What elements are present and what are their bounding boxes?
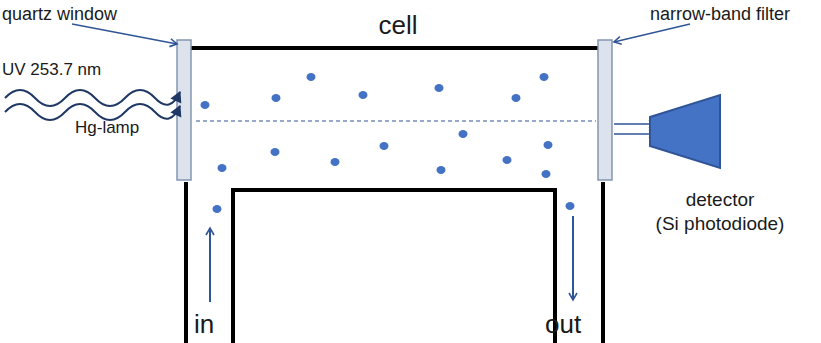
window-label: quartz window — [2, 4, 117, 25]
molecule-dot — [201, 101, 210, 109]
cell-label: cell — [183, 10, 613, 40]
molecule-dot — [307, 73, 316, 81]
uv-wave — [5, 104, 180, 120]
outlet-label: out — [545, 309, 581, 340]
gas-molecules — [201, 73, 575, 213]
beam-line — [196, 121, 596, 122]
leader-arrow — [72, 24, 177, 44]
inlet-label: in — [194, 309, 214, 340]
molecule-dot — [459, 130, 468, 138]
molecule-dot — [218, 164, 227, 172]
leader-arrow — [614, 24, 690, 42]
molecule-dot — [512, 94, 521, 102]
detector-label: detector — [686, 188, 755, 211]
molecule-dot — [437, 166, 446, 174]
molecule-dot — [271, 148, 280, 156]
molecule-dot — [503, 156, 512, 164]
molecule-dot — [544, 141, 553, 149]
cell-body: cell — [183, 10, 613, 190]
uv-label: UV 253.7 nm — [2, 60, 101, 80]
molecule-dot — [435, 84, 444, 92]
molecule-dot — [213, 205, 222, 213]
detector-block: detector(Si photodiode) — [648, 92, 798, 242]
flow-arrow — [572, 216, 574, 300]
molecule-dot — [542, 170, 551, 178]
molecule-dot — [540, 73, 549, 81]
detector-type: (Si photodiode) — [656, 212, 785, 235]
cell-wall — [184, 42, 612, 343]
molecule-dot — [331, 158, 340, 166]
filter-label: narrow-band filter — [650, 4, 790, 25]
filter-window — [598, 40, 612, 180]
lamp-label: Hg-lamp — [75, 118, 139, 138]
molecule-dot — [359, 91, 368, 99]
flow-arrow — [209, 228, 211, 302]
detector-symbol — [648, 92, 724, 172]
molecule-dot — [566, 202, 575, 210]
uv-wave — [5, 90, 180, 106]
molecule-dot — [380, 142, 389, 150]
molecule-dot — [272, 94, 281, 102]
